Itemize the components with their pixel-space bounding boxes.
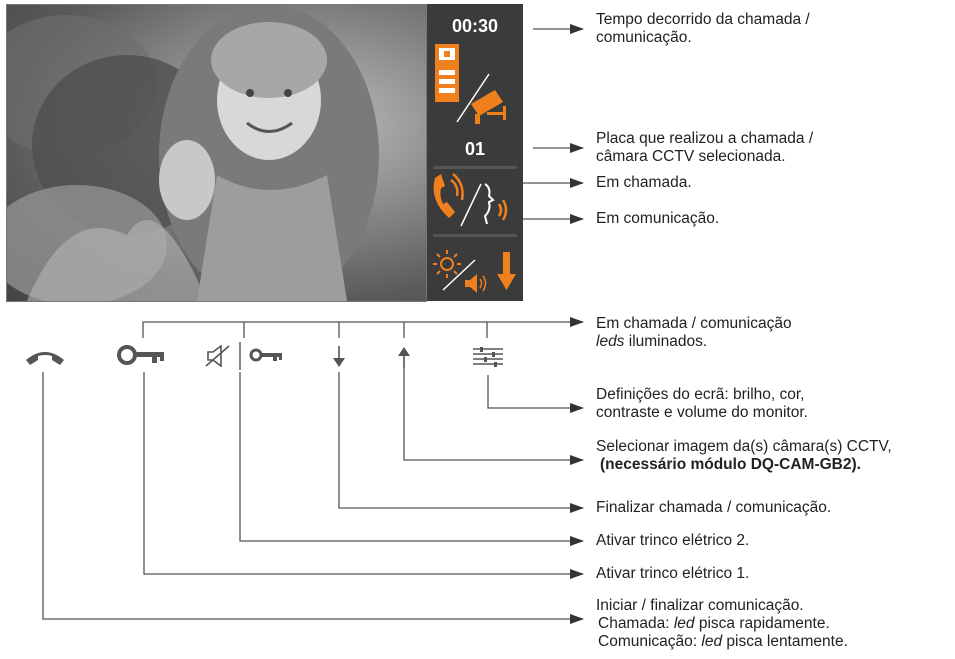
leader-lock1 bbox=[143, 372, 584, 579]
label-select-cctv: Selecionar imagem da(s) câmara(s) CCTV, … bbox=[596, 438, 892, 473]
photo-illustration bbox=[7, 5, 379, 301]
key-icon[interactable] bbox=[115, 344, 167, 366]
label-lock-2: Ativar trinco elétrico 2. bbox=[596, 532, 750, 549]
face-speaking-icon bbox=[483, 183, 508, 225]
down-arrow-icon[interactable] bbox=[332, 346, 346, 368]
up-arrow-icon[interactable] bbox=[397, 346, 411, 368]
label-calling-panel: Placa que realizou a chamada / câmara CC… bbox=[596, 130, 814, 165]
button-divider bbox=[239, 342, 241, 370]
phone-ringing-icon bbox=[433, 173, 464, 218]
brightness-icon bbox=[433, 250, 461, 278]
leader-lock2 bbox=[239, 372, 584, 546]
label-lock-1: Ativar trinco elétrico 1. bbox=[596, 565, 750, 582]
leader-leds bbox=[142, 317, 584, 338]
label-leds-lit: Em chamada / comunicação leds iluminados… bbox=[596, 315, 792, 350]
leader-cctv bbox=[403, 367, 584, 465]
label-end-call: Finalizar chamada / comunicação. bbox=[596, 499, 832, 516]
status-panel: 00:30 01 bbox=[427, 4, 523, 301]
down-arrow-icon bbox=[497, 252, 516, 290]
leader-start bbox=[42, 372, 584, 624]
label-screen-settings: Definições do ecrã: brilho, cor, contras… bbox=[596, 386, 808, 421]
handset-icon[interactable] bbox=[24, 346, 66, 368]
panel-number: 01 bbox=[464, 139, 486, 159]
speaker-volume-icon bbox=[465, 274, 487, 293]
leader-end-call bbox=[338, 372, 584, 513]
cctv-camera-icon bbox=[471, 90, 506, 124]
label-in-communication: Em comunicação. bbox=[596, 210, 720, 227]
label-elapsed-time: Tempo decorrido da chamada / comunicação… bbox=[596, 11, 810, 46]
monitor-screen-image bbox=[6, 4, 427, 302]
label-start-communication: Iniciar / finalizar comunicação. Chamada… bbox=[596, 597, 848, 650]
leader-settings bbox=[487, 375, 584, 413]
mute-speaker-icon[interactable] bbox=[205, 345, 235, 367]
settings-sliders-icon[interactable] bbox=[472, 346, 504, 368]
small-key-icon[interactable] bbox=[248, 347, 284, 363]
door-panel-icon bbox=[435, 44, 459, 102]
call-timer: 00:30 bbox=[451, 16, 499, 36]
label-in-call: Em chamada. bbox=[596, 174, 692, 191]
